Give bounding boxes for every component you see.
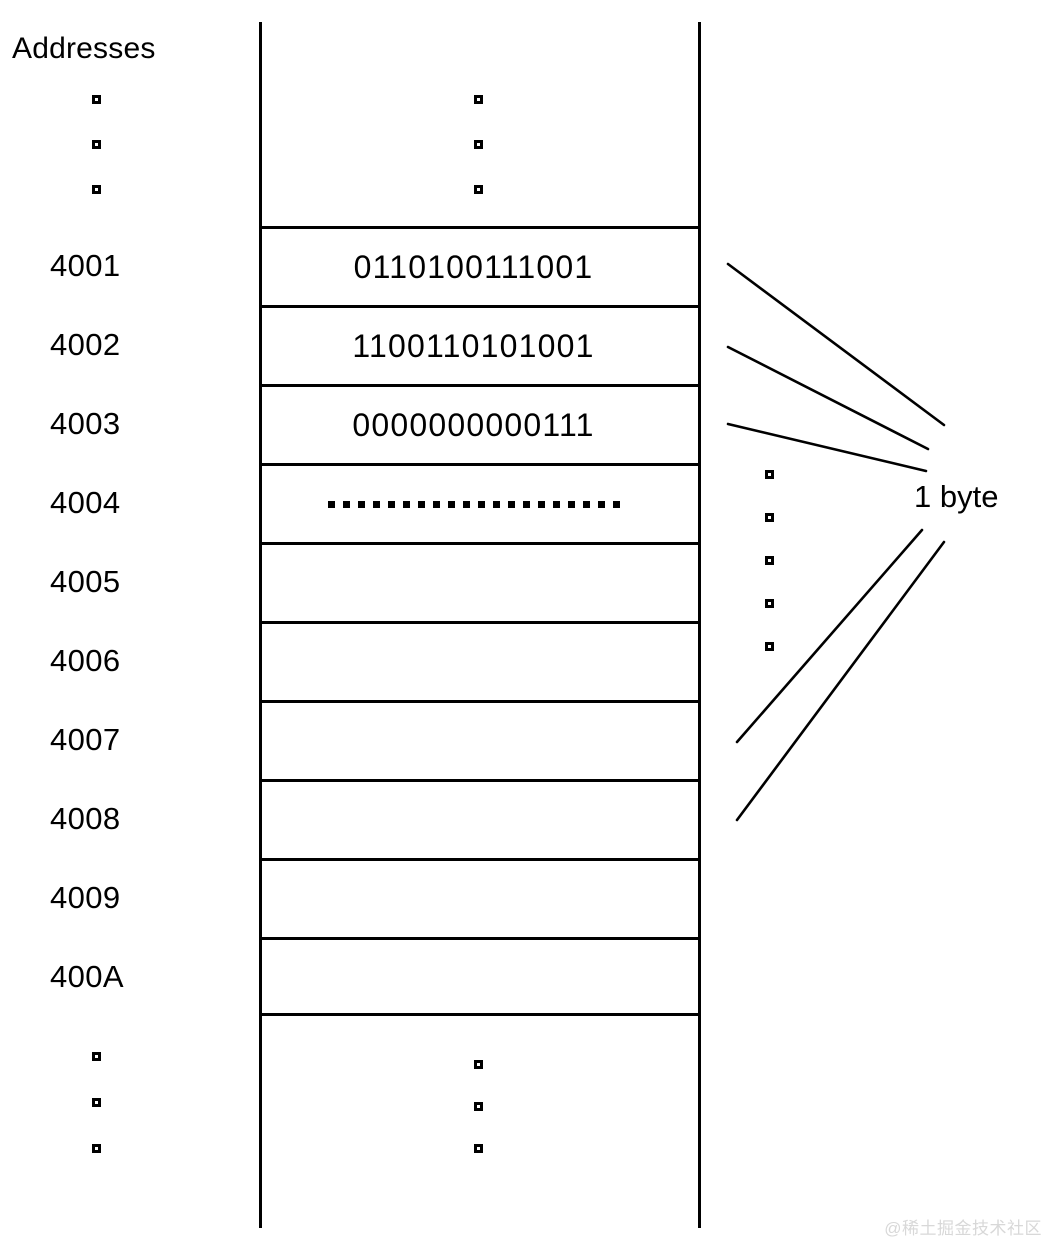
address-ellipsis-top-dot-3: [92, 185, 101, 194]
cell-ellipsis-bottom-dot-3: [474, 1144, 483, 1153]
callout-ellipsis-dot-5: [765, 642, 774, 651]
address-label-4005: 4005: [50, 564, 121, 599]
address-label-4004: 4004: [50, 485, 121, 520]
address-label-4006: 4006: [50, 643, 121, 678]
memory-cell-4002: 1100110101001: [261, 308, 698, 387]
address-label-4009: 4009: [50, 880, 121, 915]
cell-ellipsis-top-dot-2: [474, 140, 483, 149]
cell-ellipsis-top-dot-1: [474, 95, 483, 104]
byte-callout-label: 1 byte: [914, 479, 999, 514]
address-label-4007: 4007: [50, 722, 121, 757]
leader-line-5: [735, 540, 946, 822]
memory-cell-4001: 0110100111001: [261, 229, 698, 308]
address-ellipsis-bottom-dot-3: [92, 1144, 101, 1153]
address-ellipsis-bottom-dot-2: [92, 1098, 101, 1107]
memory-cell-4006: [261, 624, 698, 703]
leader-line-1: [726, 262, 946, 427]
leader-line-2: [726, 345, 930, 451]
memory-cell-400A: [261, 940, 698, 1019]
memory-cell-value: 0110100111001: [353, 248, 594, 285]
memory-cell-table: 0110100111001 1100110101001 000000000011…: [261, 226, 698, 1016]
memory-cell-value: 1100110101001: [352, 327, 595, 364]
callout-ellipsis-dot-1: [765, 470, 774, 479]
memory-cell-4004: [261, 466, 698, 545]
memory-cell-4003: 0000000000111: [261, 387, 698, 466]
memory-cell-dots-icon: [327, 500, 620, 508]
memory-cell-4007: [261, 703, 698, 782]
address-label-4008: 4008: [50, 801, 121, 836]
watermark: @稀土掘金技术社区: [884, 1219, 1042, 1238]
memory-column-left-rail: [259, 22, 262, 1228]
cell-ellipsis-bottom-dot-1: [474, 1060, 483, 1069]
memory-cell-4005: [261, 545, 698, 624]
address-label-4002: 4002: [50, 327, 121, 362]
callout-ellipsis-dot-4: [765, 599, 774, 608]
cell-ellipsis-bottom-dot-2: [474, 1102, 483, 1111]
address-label-400A: 400A: [50, 959, 124, 994]
addresses-column-header: Addresses: [12, 32, 156, 65]
memory-cell-4008: [261, 782, 698, 861]
address-ellipsis-top-dot-2: [92, 140, 101, 149]
memory-column-right-rail: [698, 22, 701, 1228]
address-label-4001: 4001: [50, 248, 121, 283]
cell-ellipsis-top-dot-3: [474, 185, 483, 194]
address-label-4003: 4003: [50, 406, 121, 441]
address-ellipsis-top-dot-1: [92, 95, 101, 104]
callout-ellipsis-dot-2: [765, 513, 774, 522]
memory-cell-4009: [261, 861, 698, 940]
memory-cell-value: 0000000000111: [352, 406, 595, 443]
leader-line-3: [726, 422, 928, 473]
address-ellipsis-bottom-dot-1: [92, 1052, 101, 1061]
callout-ellipsis-dot-3: [765, 556, 774, 565]
